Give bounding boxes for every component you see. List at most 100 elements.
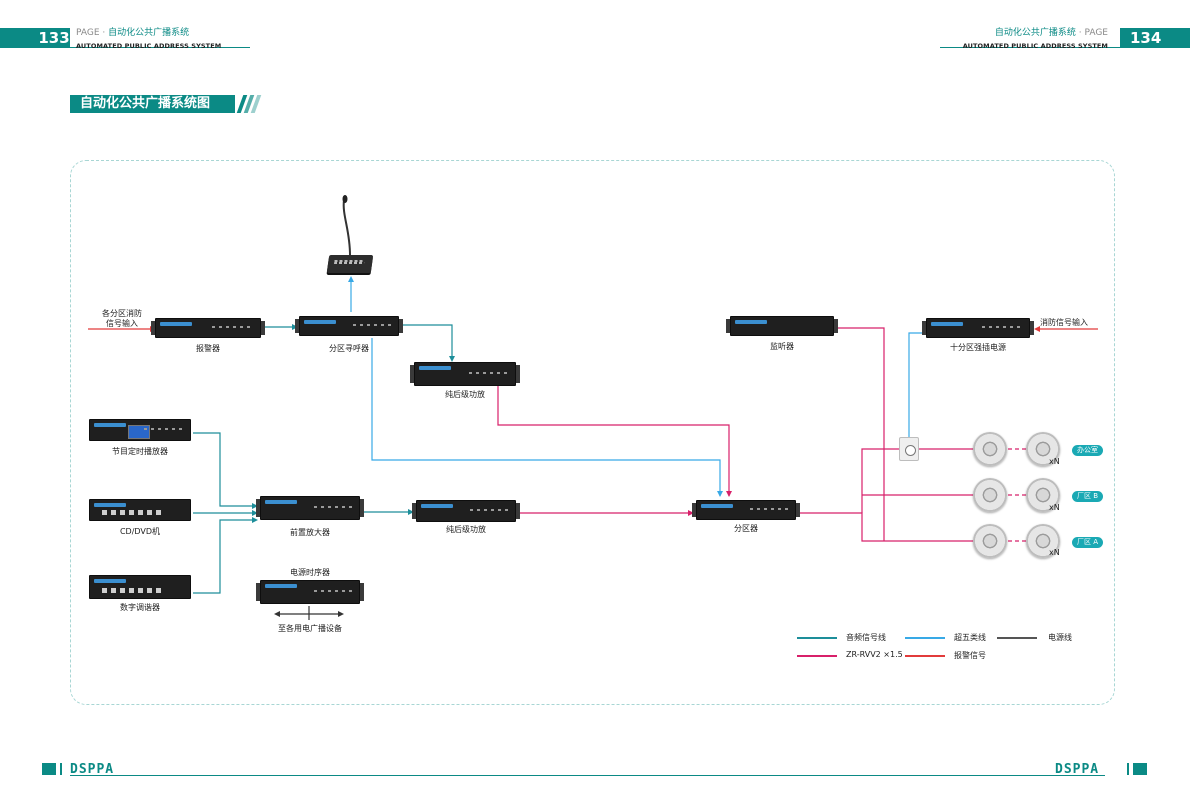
speaker-a-n xyxy=(1026,524,1060,558)
speaker-office-1 xyxy=(973,432,1007,466)
device-controls xyxy=(469,509,509,511)
rack-ear-left xyxy=(256,499,260,517)
zone-office-wire xyxy=(861,448,980,513)
speaker-office-n xyxy=(1026,432,1060,466)
pure-amp-top-label: 纯后级功放 xyxy=(445,390,485,399)
to-devices-label: 至各用电广播设备 xyxy=(278,624,342,633)
zoner-label: 分区器 xyxy=(734,524,758,533)
zone-a-badge: 厂区 A xyxy=(1072,537,1104,548)
power-to-volume-wire xyxy=(908,332,923,437)
speaker-a-1 xyxy=(973,524,1007,558)
footer-block-right xyxy=(1133,763,1147,775)
amp-top-to-zoner-arrow xyxy=(726,491,732,497)
preamp-arrow-3 xyxy=(252,517,258,523)
rack-ear-right xyxy=(516,365,520,383)
device-controls xyxy=(352,324,392,327)
header-dot: · xyxy=(102,28,106,38)
device-controls xyxy=(313,505,353,508)
amp-mid-to-zoner-arrow xyxy=(688,510,694,516)
alarm-label: 报警器 xyxy=(196,344,220,353)
legend-audio: 音频信号线 xyxy=(846,633,886,642)
paging-device xyxy=(295,316,403,336)
header-divider-left xyxy=(70,47,250,48)
speaker-a-count: xN xyxy=(1049,548,1060,557)
rack-ear-right xyxy=(261,321,265,335)
speaker-b-1 xyxy=(973,478,1007,512)
paging-to-amp-wire xyxy=(400,324,453,356)
speaker-office-count: xN xyxy=(1049,457,1060,466)
zone-a-wire xyxy=(796,512,980,542)
rack-ear-left xyxy=(295,319,299,333)
pure-amp-mid-device xyxy=(412,500,520,522)
paging-label: 分区寻呼器 xyxy=(329,344,369,353)
fire-input-arrow-right xyxy=(1034,326,1040,332)
device-buttons xyxy=(102,588,162,593)
header-left: PAGE · 自动化公共广播系统 AUTOMATED PUBLIC ADDRES… xyxy=(76,28,221,51)
diagram-title: 自动化公共广播系统图 xyxy=(70,95,235,113)
program-player-device xyxy=(89,419,191,441)
speaker-b-count: xN xyxy=(1049,503,1060,512)
footer-bar-left xyxy=(60,763,62,775)
mic-head xyxy=(342,195,348,203)
rack-ear-left xyxy=(256,583,260,601)
rack-ear-left xyxy=(922,321,926,335)
rack-ear-right xyxy=(516,503,520,519)
player-to-preamp-wire xyxy=(193,432,252,507)
rack-ear-right xyxy=(360,499,364,517)
section-en: AUTOMATED PUBLIC ADDRESS SYSTEM xyxy=(76,42,222,50)
cd-dvd-label: CD/DVD机 xyxy=(119,527,161,536)
paging-to-zoner-arrow xyxy=(717,491,723,497)
legend-zr-swatch xyxy=(797,655,837,657)
monitor-device xyxy=(726,316,838,336)
power-sequencer-device xyxy=(256,580,364,604)
footer-block-left xyxy=(42,763,56,775)
preamp-arrow-2 xyxy=(252,510,258,516)
device-controls xyxy=(212,326,254,329)
alarm-device xyxy=(151,318,265,338)
rack-ear-left xyxy=(412,503,416,519)
device-buttons xyxy=(102,510,162,515)
section-cn: 自动化公共广播系统 xyxy=(108,28,190,38)
fire-input-left-label: 各分区消防 信号输入 xyxy=(90,309,154,329)
preamp-arrow-1 xyxy=(252,503,258,509)
pure-amp-top-device xyxy=(410,362,520,386)
pure-amp-mid-label: 纯后级功放 xyxy=(446,525,486,534)
paging-to-zoner-wire xyxy=(371,338,721,496)
fire-input-right-label: 消防信号输入 xyxy=(1040,318,1088,327)
fire-input-left-line-1: 各分区消防 xyxy=(102,309,142,318)
legend-zr: ZR-RVV2 ×1.5 xyxy=(846,650,903,659)
rack-ear-left xyxy=(151,321,155,335)
page-word-right: PAGE xyxy=(1084,28,1108,38)
preamp-label: 前置放大器 xyxy=(290,528,330,537)
rack-ear-right xyxy=(399,319,403,333)
page-number-right: 134 xyxy=(1120,28,1190,48)
amp-top-to-zoner-wire xyxy=(497,386,730,496)
rack-ear-left xyxy=(726,319,730,333)
page-word: PAGE xyxy=(76,28,100,38)
tuner-label: 数字调谐器 xyxy=(120,603,160,612)
rack-ear-left xyxy=(692,503,696,517)
fire-input-left-line-2: 信号输入 xyxy=(106,319,138,328)
device-controls xyxy=(313,589,353,592)
paging-microphone xyxy=(326,255,374,273)
brand-logo-right: DSPPA xyxy=(1055,762,1100,777)
brand-logo-left: DSPPA xyxy=(70,762,115,777)
header-right: 自动化公共广播系统 · PAGE AUTOMATED PUBLIC ADDRES… xyxy=(963,28,1108,51)
legend-power: 电源线 xyxy=(1048,633,1072,642)
rack-ear-right xyxy=(796,503,800,517)
tuner-device xyxy=(89,575,191,599)
program-player-label: 节目定时播放器 xyxy=(112,447,168,456)
zone-office-badge: 办公室 xyxy=(1072,445,1103,456)
paging-to-mic-arrow xyxy=(348,276,354,282)
ten-zone-power-device xyxy=(922,318,1034,338)
monitor-label: 监听器 xyxy=(770,342,794,351)
device-controls xyxy=(469,371,509,374)
mic-gooseneck xyxy=(342,199,351,256)
zoner-device xyxy=(692,500,800,520)
cd-dvd-device xyxy=(89,499,191,521)
page-number-left: 133 xyxy=(0,28,70,48)
ten-zone-power-label: 十分区强插电源 xyxy=(950,343,1006,352)
preamp-to-amp-arrow xyxy=(408,509,414,515)
volume-control xyxy=(899,437,919,461)
